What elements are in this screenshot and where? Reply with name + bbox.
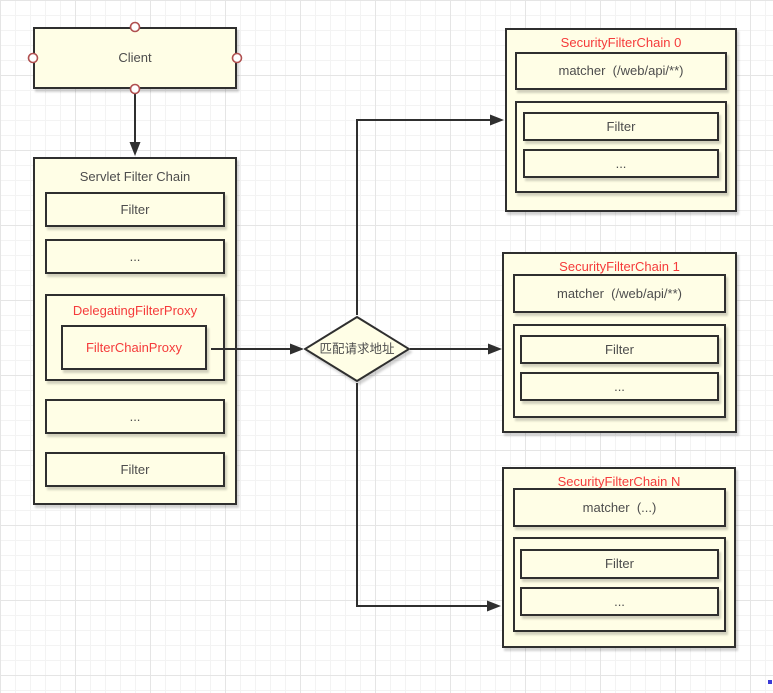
connector-client-to-servlet-chain[interactable] [129,93,141,156]
connector-decision-to-chain-1[interactable] [410,343,502,355]
ellipsis-node[interactable]: ... [523,149,719,178]
arrowhead-down-icon [129,142,141,156]
ellipsis-node[interactable]: ... [520,372,719,401]
match-request-decision-node[interactable]: 匹配请求地址 [304,316,410,382]
security-filter-chain-1-node[interactable]: SecurityFilterChain 1 matcher (/web/api/… [502,252,737,433]
matcher-node[interactable]: matcher (/web/api/**) [515,52,727,90]
filter-list-container[interactable]: Filter ... [513,537,726,632]
security-filter-chain-0-node[interactable]: SecurityFilterChain 0 matcher (/web/api/… [505,28,737,212]
filter-label: Filter [120,461,150,477]
filter-list-container[interactable]: Filter ... [513,324,726,418]
ellipsis-label: ... [129,248,141,264]
filter-node-bottom[interactable]: Filter [45,452,225,487]
filter-chain-proxy-label: FilterChainProxy [85,339,183,355]
delegating-filter-proxy-node[interactable]: DelegatingFilterProxy FilterChainProxy [45,294,225,381]
connector-decision-to-chain-n[interactable] [356,383,501,612]
ellipsis-node-bottom[interactable]: ... [45,399,225,434]
cursor-dot [768,680,772,684]
delegating-filter-proxy-title: DelegatingFilterProxy [72,303,198,318]
filter-chain-proxy-node[interactable]: FilterChainProxy [61,325,207,370]
security-filter-chain-n-title: SecurityFilterChain N [557,474,681,489]
filter-node-top[interactable]: Filter [45,192,225,227]
connector-decision-to-chain-0[interactable] [356,114,504,316]
ellipsis-label: ... [129,408,141,424]
matcher-node[interactable]: matcher (/web/api/**) [513,274,726,313]
arrowhead-right-icon [487,600,501,612]
matcher-label: matcher (/web/api/**) [558,63,684,79]
filter-list-container[interactable]: Filter ... [515,101,727,193]
arrowhead-right-icon [490,114,504,126]
filter-node[interactable]: Filter [520,549,719,579]
matcher-node[interactable]: matcher (...) [513,488,726,527]
filter-node[interactable]: Filter [520,335,719,364]
arrowhead-right-icon [290,343,304,355]
servlet-filter-chain-node[interactable]: Servlet Filter Chain Filter ... Delegati… [33,157,237,505]
servlet-filter-chain-title: Servlet Filter Chain [79,169,191,184]
client-node[interactable]: Client [33,27,237,89]
filter-node[interactable]: Filter [523,112,719,141]
diamond-shape [304,316,410,382]
decision-label: 匹配请求地址 [319,341,395,356]
ellipsis-node[interactable]: ... [520,587,719,616]
ellipsis-label: ... [614,378,625,394]
security-filter-chain-0-title: SecurityFilterChain 0 [560,35,682,50]
filter-label: Filter [606,118,636,134]
filter-label: Filter [120,201,150,217]
matcher-label: matcher (/web/api/**) [557,285,682,301]
arrowhead-right-icon [488,343,502,355]
ellipsis-label: ... [614,593,625,609]
filter-label: Filter [605,556,634,572]
security-filter-chain-n-node[interactable]: SecurityFilterChain N matcher (...) Filt… [502,467,736,648]
ellipsis-node-top[interactable]: ... [45,239,225,274]
client-label: Client [118,50,152,66]
ellipsis-label: ... [615,155,627,171]
security-filter-chain-1-title: SecurityFilterChain 1 [559,259,680,274]
filter-label: Filter [605,341,634,357]
matcher-label: matcher (...) [582,499,657,515]
